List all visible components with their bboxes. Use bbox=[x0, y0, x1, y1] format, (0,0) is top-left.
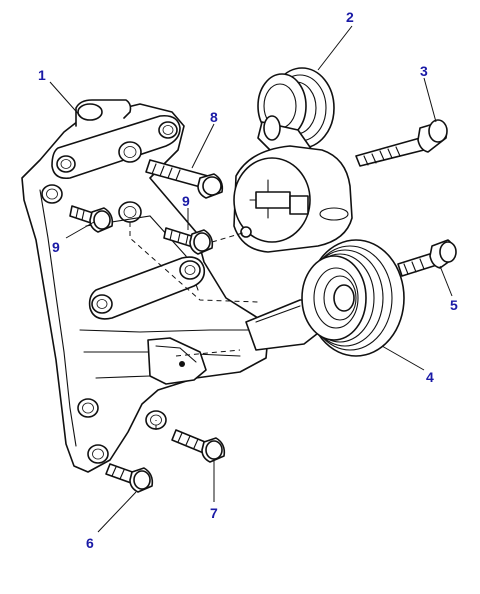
bolt-8 bbox=[145, 159, 224, 199]
bolt-9-upper bbox=[69, 205, 114, 233]
callout-9-lower: 9 bbox=[182, 193, 190, 209]
leader-5 bbox=[439, 265, 453, 297]
callout-8: 8 bbox=[210, 109, 218, 125]
assembly-lines bbox=[129, 222, 259, 430]
callout-7: 7 bbox=[210, 505, 218, 521]
leader-4 bbox=[381, 345, 425, 371]
leader-6 bbox=[97, 491, 137, 533]
bolt-9-lower bbox=[163, 227, 214, 255]
leader-lines bbox=[49, 25, 453, 533]
callout-1: 1 bbox=[38, 67, 46, 83]
callout-9-upper: 9 bbox=[52, 239, 60, 255]
mounting-bracket bbox=[21, 99, 323, 473]
idler-pulley bbox=[301, 239, 405, 357]
leader-3 bbox=[423, 77, 437, 123]
leader-1 bbox=[49, 81, 83, 119]
bolt-7 bbox=[171, 429, 226, 463]
leader-2 bbox=[317, 25, 353, 71]
leader-8 bbox=[191, 123, 215, 169]
tensioner-assembly bbox=[233, 67, 353, 253]
callout-4: 4 bbox=[426, 369, 434, 385]
callout-6: 6 bbox=[86, 535, 94, 551]
bolt-5 bbox=[397, 239, 457, 277]
callout-3: 3 bbox=[420, 63, 428, 79]
callout-2: 2 bbox=[346, 9, 354, 25]
leader-9-upper bbox=[65, 221, 95, 239]
bolt-6 bbox=[105, 463, 154, 493]
bolt-3 bbox=[355, 119, 448, 167]
callout-5: 5 bbox=[450, 297, 458, 313]
callout-labels: 1 2 3 4 5 6 7 8 9 9 bbox=[38, 9, 458, 551]
